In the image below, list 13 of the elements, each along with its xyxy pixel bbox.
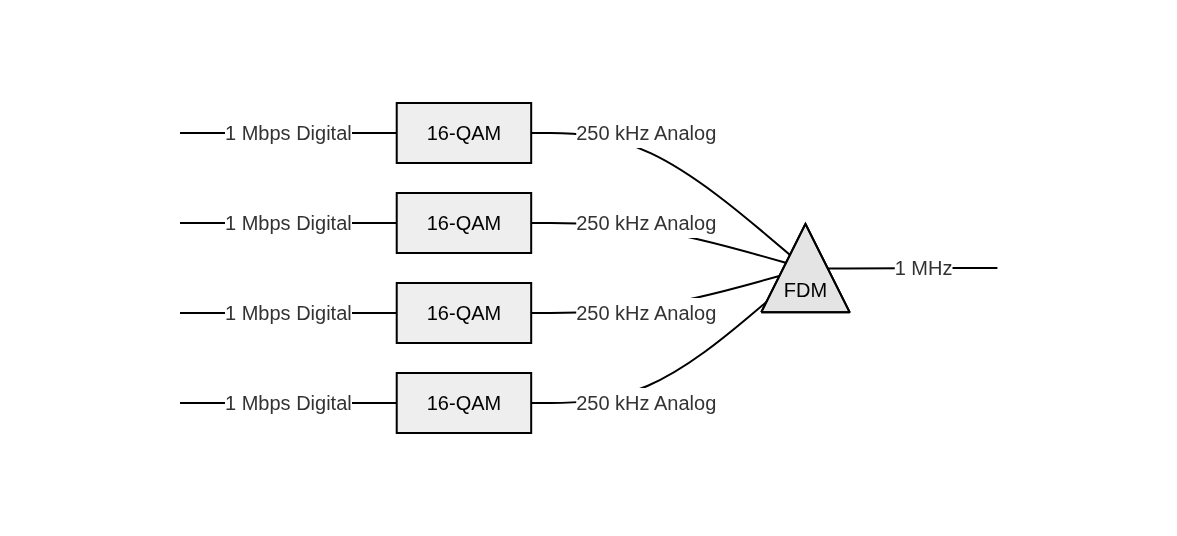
edge-label: 250 kHz Analog [575,122,717,144]
edge-label: 250 kHz Analog [575,212,717,234]
node-box: 16-QAM [395,192,532,254]
edge-label: 1 MHz [894,257,953,279]
node-box: 16-QAM [395,282,532,344]
edge-label: 1 Mbps Digital [224,302,352,324]
edge-label: 250 kHz Analog [575,302,717,324]
edge-label: 1 Mbps Digital [224,212,352,234]
edge-label: 250 kHz Analog [575,392,717,414]
edge-label: 1 Mbps Digital [224,122,352,144]
edge-label: 1 Mbps Digital [224,392,352,414]
node-box: 16-QAM [395,102,532,164]
node-box: 16-QAM [395,372,532,434]
